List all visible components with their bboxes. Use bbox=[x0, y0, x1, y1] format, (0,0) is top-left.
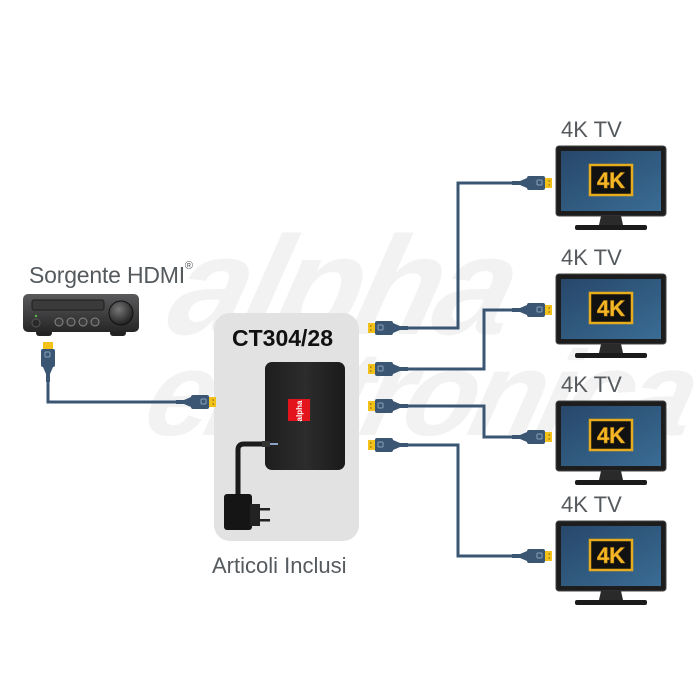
input-cable bbox=[46, 372, 190, 404]
svg-text:alpha: alpha bbox=[295, 400, 304, 421]
tv-label-1: 4K TV bbox=[561, 117, 622, 142]
tv-4k-badge: 4K bbox=[597, 543, 625, 568]
tv-4k-badge: 4K bbox=[597, 296, 625, 321]
tv-icon-1: 4K bbox=[555, 145, 667, 230]
tv-icon-2: 4K bbox=[555, 273, 667, 358]
splitter-output-plug-3 bbox=[368, 399, 408, 413]
splitter-output-plug-1 bbox=[368, 321, 408, 335]
source-hdmi-plug bbox=[41, 342, 55, 382]
tv-label-4: 4K TV bbox=[561, 492, 622, 517]
splitter-output-plug-4 bbox=[368, 438, 408, 452]
tv-input-plug-1 bbox=[512, 176, 552, 190]
output-cable-3 bbox=[392, 404, 520, 439]
tv-input-plug-3 bbox=[512, 430, 552, 444]
splitter-input-plug bbox=[176, 395, 216, 409]
tv-4k-badge: 4K bbox=[597, 423, 625, 448]
tv-input-plug-4 bbox=[512, 549, 552, 563]
tv-input-plug-2 bbox=[512, 303, 552, 317]
output-cable-2 bbox=[392, 308, 520, 371]
included-items-caption: Articoli Inclusi bbox=[212, 553, 347, 578]
tv-label-3: 4K TV bbox=[561, 372, 622, 397]
tv-label-2: 4K TV bbox=[561, 245, 622, 270]
tv-icon-4: 4K bbox=[555, 520, 667, 605]
hdmi-splitter-icon: alpha bbox=[265, 362, 345, 470]
output-cable-1 bbox=[392, 181, 520, 330]
source-label: Sorgente HDMI® bbox=[29, 260, 193, 289]
source-label-text: Sorgente HDMI bbox=[29, 262, 185, 288]
tv-4k-badge: 4K bbox=[597, 168, 625, 193]
tv-icon-3: 4K bbox=[555, 400, 667, 485]
power-adapter-icon bbox=[224, 441, 278, 530]
av-receiver-icon bbox=[23, 294, 139, 336]
model-number: CT304/28 bbox=[232, 325, 334, 351]
output-cable-4 bbox=[392, 443, 520, 558]
trademark-symbol: ® bbox=[184, 260, 193, 272]
splitter-output-plug-2 bbox=[368, 362, 408, 376]
brand-logo-badge bbox=[288, 399, 310, 421]
